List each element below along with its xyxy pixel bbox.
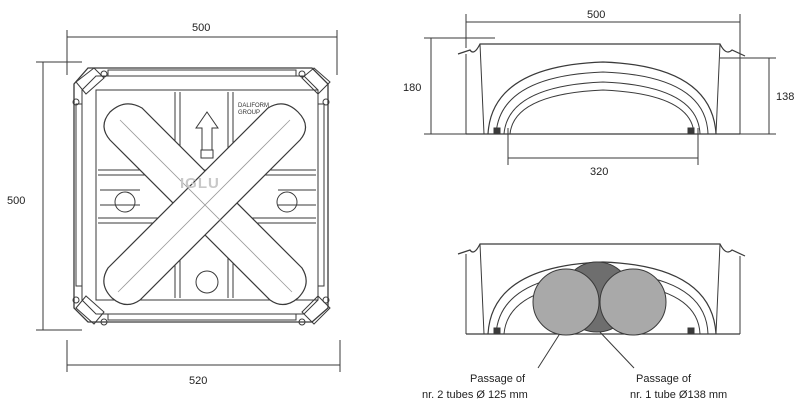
caption-right-line1: Passage of xyxy=(636,373,692,385)
plan-view xyxy=(36,30,341,372)
caption-right-line2: nr. 1 tube Ø138 mm xyxy=(630,389,727,401)
brand-label-line2: GROUP xyxy=(238,110,260,116)
tubes xyxy=(532,261,667,336)
section-dim-top: 500 xyxy=(587,9,605,21)
plan-dim-left: 500 xyxy=(7,195,25,207)
tubes-view xyxy=(457,243,746,369)
tube-125-right xyxy=(599,268,667,336)
cross-arms xyxy=(103,103,307,306)
section-dim-height-right: 138 xyxy=(776,91,794,103)
iglu-logo: IGLU xyxy=(180,175,220,192)
plan-dim-bottom: 520 xyxy=(189,375,207,387)
caption-left-line1: Passage of xyxy=(470,373,526,385)
plan-dim-top: 500 xyxy=(192,22,210,34)
tube-125-left xyxy=(532,268,600,336)
section-view xyxy=(424,14,776,165)
caption-left-line2: nr. 2 tubes Ø 125 mm xyxy=(422,389,528,401)
section-dim-height-left: 180 xyxy=(403,82,421,94)
brand-label-line1: DALIFORM xyxy=(238,103,269,109)
section-dim-opening: 320 xyxy=(590,166,608,178)
